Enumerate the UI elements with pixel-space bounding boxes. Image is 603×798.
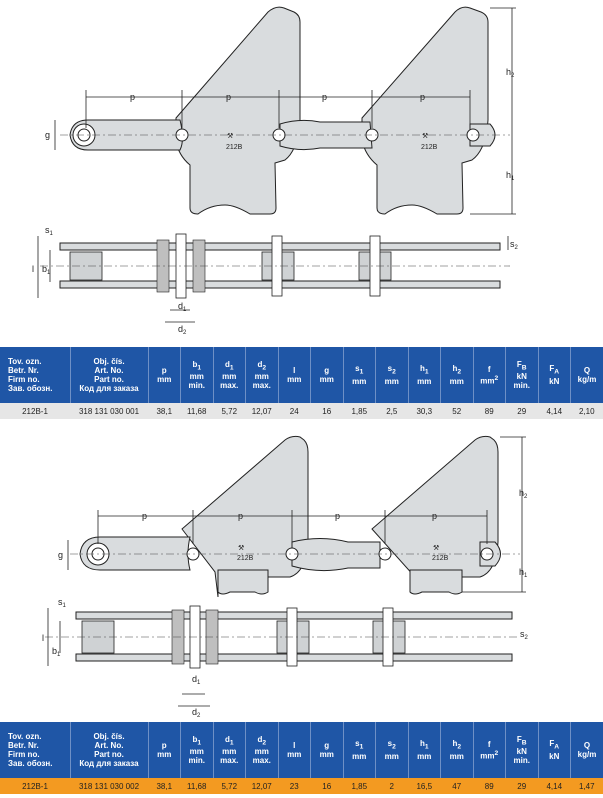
header-part-no-2: Obj. čís.Art. No.Part no.Код для заказа xyxy=(70,722,149,778)
dim-p-7: p xyxy=(335,511,340,521)
hammer-icon-2: ⚒ xyxy=(422,132,428,140)
plate-mark-4: 212B xyxy=(432,555,449,562)
plate-mark-3: 212B xyxy=(237,555,254,562)
dim-l: l xyxy=(32,264,34,274)
dim-p-3: p xyxy=(322,92,327,102)
dim-b1: b1 xyxy=(42,264,51,276)
dim-s1: s1 xyxy=(45,225,54,237)
dim-d2-2: d2 xyxy=(192,707,201,719)
attachment-plate-2 xyxy=(361,6,489,215)
dim-g: g xyxy=(45,130,50,140)
dim-g-2: g xyxy=(58,550,63,560)
spec-table-1: Tov. ozn.Betr. Nr.Firm no.Зав. обозн. Ob… xyxy=(0,347,603,419)
dim-p-1: p xyxy=(130,92,135,102)
dim-h1: h1 xyxy=(506,170,515,182)
header-firm-no-2: Tov. ozn.Betr. Nr.Firm no.Зав. обозн. xyxy=(0,722,71,778)
spec-table-2: Tov. ozn.Betr. Nr.Firm no.Зав. обозн. Ob… xyxy=(0,722,603,794)
dim-p-5: p xyxy=(142,511,147,521)
chain-drawing-1: p p p p g h2 h1 212B 212B ⚒ ⚒ s1 s2 l b1… xyxy=(0,0,603,345)
chain-drawing-1-svg: p p p p g h2 h1 212B 212B ⚒ ⚒ s1 s2 l b1… xyxy=(32,6,519,336)
dim-p-6: p xyxy=(238,511,243,521)
header-part-no: Obj. čís.Art. No.Part no.Код для заказа xyxy=(70,347,149,403)
dim-d1-2: d1 xyxy=(192,674,201,686)
dim-d1: d1 xyxy=(178,301,187,313)
hammer-icon-4: ⚒ xyxy=(433,544,439,552)
hammer-icon-3: ⚒ xyxy=(238,544,244,552)
dim-l-2: l xyxy=(42,633,44,643)
dim-p-4: p xyxy=(420,92,425,102)
hammer-icon-1: ⚒ xyxy=(227,132,233,140)
chain-drawing-2: p p p p g h2 h1 212B 212B ⚒ ⚒ s1 s2 l b1… xyxy=(0,432,603,722)
dim-p-8: p xyxy=(432,511,437,521)
dim-s2: s2 xyxy=(510,239,519,251)
dim-h2-2: h2 xyxy=(519,488,528,500)
dim-b1-2: b1 xyxy=(52,646,61,658)
attachment-plate-1 xyxy=(175,6,301,215)
link-bar-2 xyxy=(279,119,373,151)
dim-h1-2: h1 xyxy=(519,567,528,579)
plate-mark-2: 212B xyxy=(421,144,438,151)
dim-d2: d2 xyxy=(178,324,187,336)
dim-h2: h2 xyxy=(506,67,515,79)
dim-p-2: p xyxy=(226,92,231,102)
dim-s1-2: s1 xyxy=(58,597,67,609)
attachment-plate-4 xyxy=(371,435,499,578)
chain-drawing-2-svg: p p p p g h2 h1 212B 212B ⚒ ⚒ s1 s2 l b1… xyxy=(42,435,529,719)
dim-s2-2: s2 xyxy=(520,629,529,641)
plate-mark-1: 212B xyxy=(226,144,243,151)
header-firm-no: Tov. ozn.Betr. Nr.Firm no.Зав. обозн. xyxy=(0,347,71,403)
